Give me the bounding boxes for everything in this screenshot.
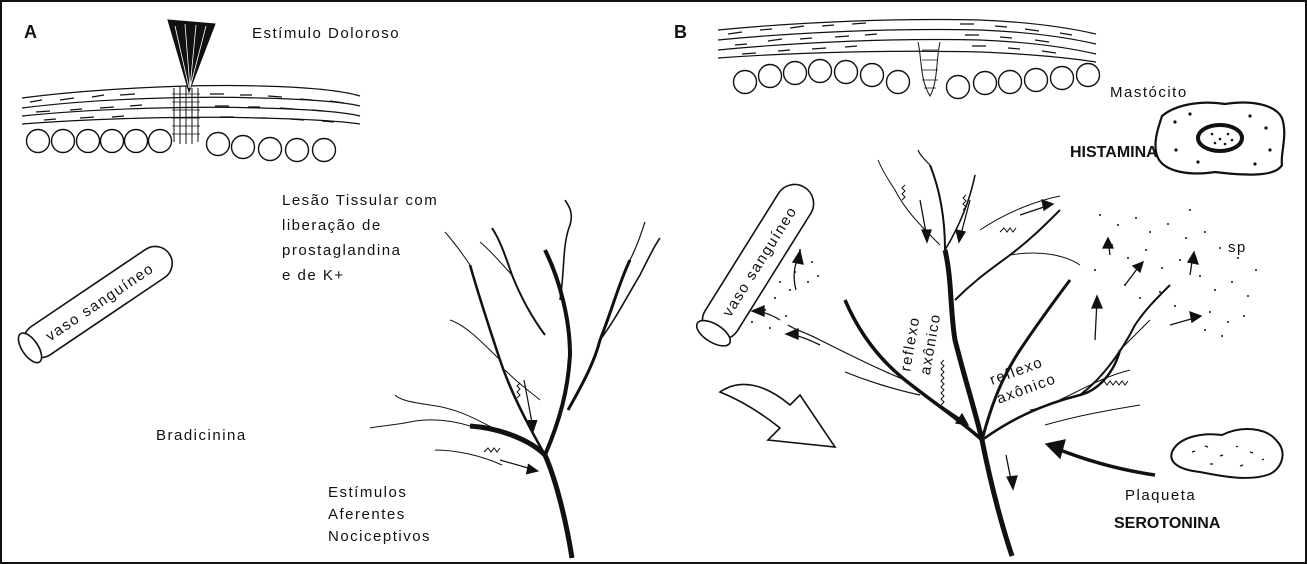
panel-a: A Estímulo — [14, 20, 660, 558]
panel-a-letter: A — [24, 22, 37, 42]
nerve-tree-b — [788, 150, 1170, 556]
afferent-line-2: Aferentes — [328, 506, 406, 523]
blood-vessel-a: vaso sanguíneo — [14, 240, 179, 367]
bradykinin-label: Bradicinina — [156, 427, 247, 444]
skin-layers-a — [22, 86, 360, 162]
lesion-line-4: e de K+ — [282, 267, 345, 284]
hollow-arrow — [720, 384, 835, 447]
vessel-label-b: vaso sanguíneo — [719, 203, 801, 320]
serotonin-label: SEROTONINA — [1114, 515, 1221, 532]
lesion-text: Lesão Tissular com liberação de prostagl… — [282, 192, 444, 284]
axon-reflex-left: reflexo axônico — [897, 308, 944, 376]
lesion-line-1: Lesão Tissular com — [282, 192, 438, 209]
mast-cell-label: Mastócito — [1110, 84, 1188, 101]
histamine-label: HISTAMINA — [1070, 144, 1158, 161]
lesion-line-3: prostaglandina — [282, 242, 401, 259]
painful-stimulus-label: Estímulo Doloroso — [252, 25, 400, 42]
lesion-line-2: liberação de — [282, 217, 382, 234]
afferent-line-1: Estímulos — [328, 484, 407, 501]
vessel-label-a: vaso sanguíneo — [43, 260, 158, 345]
platelet-label: Plaqueta — [1125, 487, 1196, 504]
afferent-text: Estímulos Aferentes Nociceptivos — [328, 484, 431, 545]
platelet — [1171, 429, 1282, 478]
painful-stimulus-spike — [168, 20, 215, 92]
panel-b: B Mastócito — [674, 19, 1284, 556]
nerve-tree-a — [370, 200, 660, 558]
substance-p-dots-right — [1094, 209, 1257, 337]
sp-label: sp — [1228, 239, 1247, 256]
axon-reflex-right: reflexo axônico — [988, 352, 1059, 408]
afferent-line-3: Nociceptivos — [328, 528, 431, 545]
panel-b-letter: B — [674, 22, 687, 42]
skin-layers-b — [718, 19, 1100, 98]
mast-cell — [1155, 103, 1284, 175]
